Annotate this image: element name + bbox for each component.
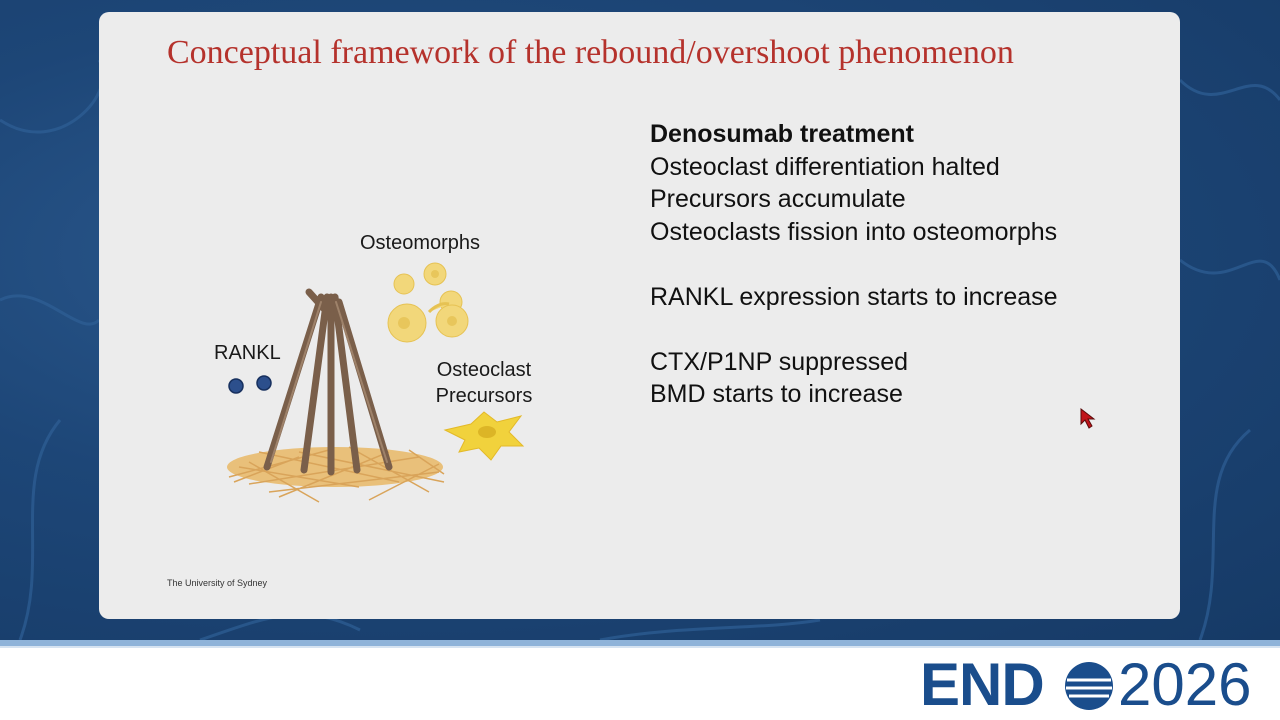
diagram-illustration <box>227 262 525 503</box>
credit-text: The University of Sydney <box>167 578 268 588</box>
rankl-dot <box>228 378 244 394</box>
footer-stripe <box>0 640 1280 646</box>
endo-logo-text: END <box>920 651 1045 718</box>
stick-teepee <box>263 288 393 476</box>
footer-stripe-light <box>0 646 1280 648</box>
rankl-label: RANKL <box>214 342 281 364</box>
osteomorph-cells <box>387 262 469 343</box>
mouse-cursor-icon <box>1080 408 1096 429</box>
bullet-item: BMD starts to increase <box>650 380 903 408</box>
bullet-item: Osteoclasts fission into osteomorphs <box>650 217 1058 246</box>
slide-panel: Conceptual framework of the rebound/over… <box>99 12 1180 619</box>
precursors-label-line1: Osteoclast <box>436 359 532 381</box>
bullet-item: RANKL expression starts to increase <box>650 282 1058 311</box>
precursors-label-line2: Precursors <box>435 385 533 407</box>
bullet-heading: Denosumab treatment <box>650 120 914 148</box>
rankl-dot <box>256 375 272 391</box>
bullet-list: Denosumab treatment Osteoclast different… <box>650 118 1058 411</box>
nerve-pattern <box>0 59 1280 640</box>
endo-logo-year: 2026 <box>1118 651 1252 718</box>
slide-title: Conceptual framework of the rebound/over… <box>167 34 1014 71</box>
straw-nest <box>227 446 445 503</box>
bullet-item: CTX/P1NP suppressed <box>650 347 908 376</box>
bullet-item: Precursors accumulate <box>650 185 906 213</box>
bullet-item: Osteoclast differentiation halted <box>650 152 1000 181</box>
globe-icon <box>1065 662 1113 710</box>
bullet-spacer <box>650 248 1058 281</box>
bullet-spacer <box>650 313 1058 346</box>
osteomorphs-label: Osteomorphs <box>360 232 481 254</box>
